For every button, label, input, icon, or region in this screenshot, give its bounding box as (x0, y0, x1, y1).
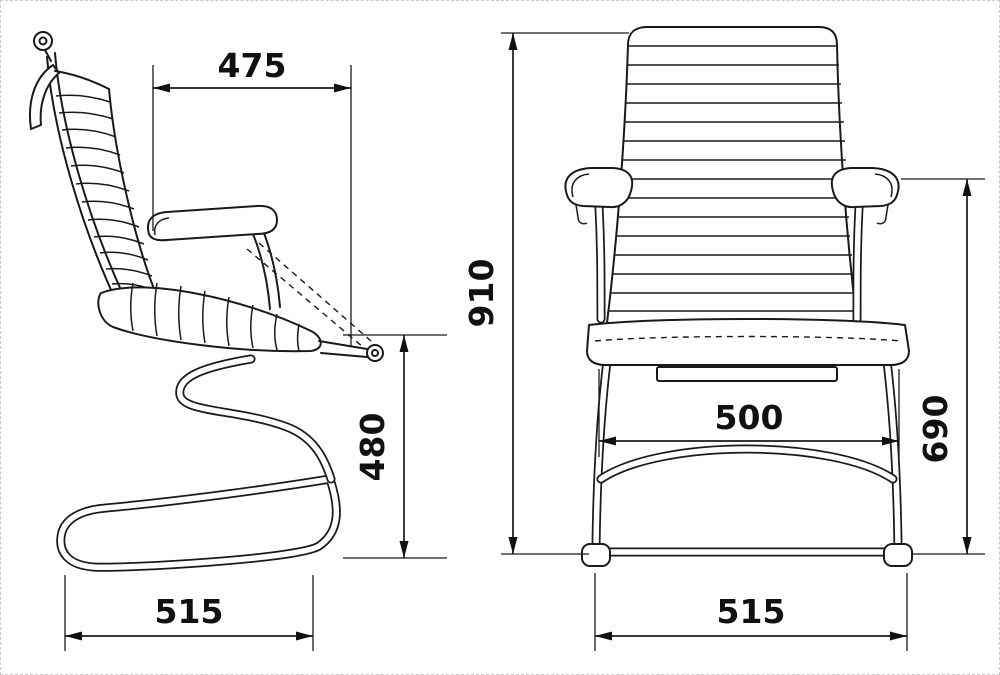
dim-side-base-depth: 515 (64, 575, 314, 651)
front-armrest-left (564, 167, 634, 225)
front-underseat-bar (656, 366, 838, 382)
dim-label-690: 690 (916, 395, 955, 464)
side-armrest (147, 204, 281, 310)
side-seat (97, 282, 322, 353)
front-foot-right (883, 543, 913, 567)
side-pivot-mechanism (246, 242, 384, 362)
dim-side-seat-height: 480 (343, 334, 447, 559)
dim-label-515-front: 515 (717, 592, 786, 631)
dim-front-overall-height: 910 (462, 32, 629, 555)
side-backrest (29, 31, 159, 304)
side-seat-ribs (130, 282, 300, 352)
dim-label-475: 475 (218, 46, 287, 85)
front-seat (586, 318, 910, 366)
side-headrest-knob (33, 31, 53, 51)
front-view-chair: 910 690 500 515 (462, 26, 985, 651)
dim-label-910: 910 (462, 259, 501, 328)
side-cantilever-support (175, 354, 336, 484)
front-foot-left (581, 543, 611, 567)
dim-front-arm-height: 690 (901, 178, 985, 555)
dim-label-500: 500 (715, 398, 784, 437)
dim-label-480: 480 (353, 413, 392, 482)
side-view-chair: 475 480 515 (29, 31, 447, 651)
side-back-ribs (55, 94, 157, 292)
dim-front-seat-width: 500 (598, 369, 900, 457)
front-armrest-right (830, 167, 900, 225)
dim-front-base-width: 515 (594, 573, 908, 651)
dim-side-top-depth: 475 (152, 46, 352, 347)
front-backrest (606, 26, 858, 324)
front-armrest-supports (594, 202, 864, 324)
front-back-ribs (609, 45, 856, 312)
dim-label-515-side: 515 (155, 592, 224, 631)
front-base (581, 356, 913, 567)
side-base-skid (56, 473, 341, 572)
